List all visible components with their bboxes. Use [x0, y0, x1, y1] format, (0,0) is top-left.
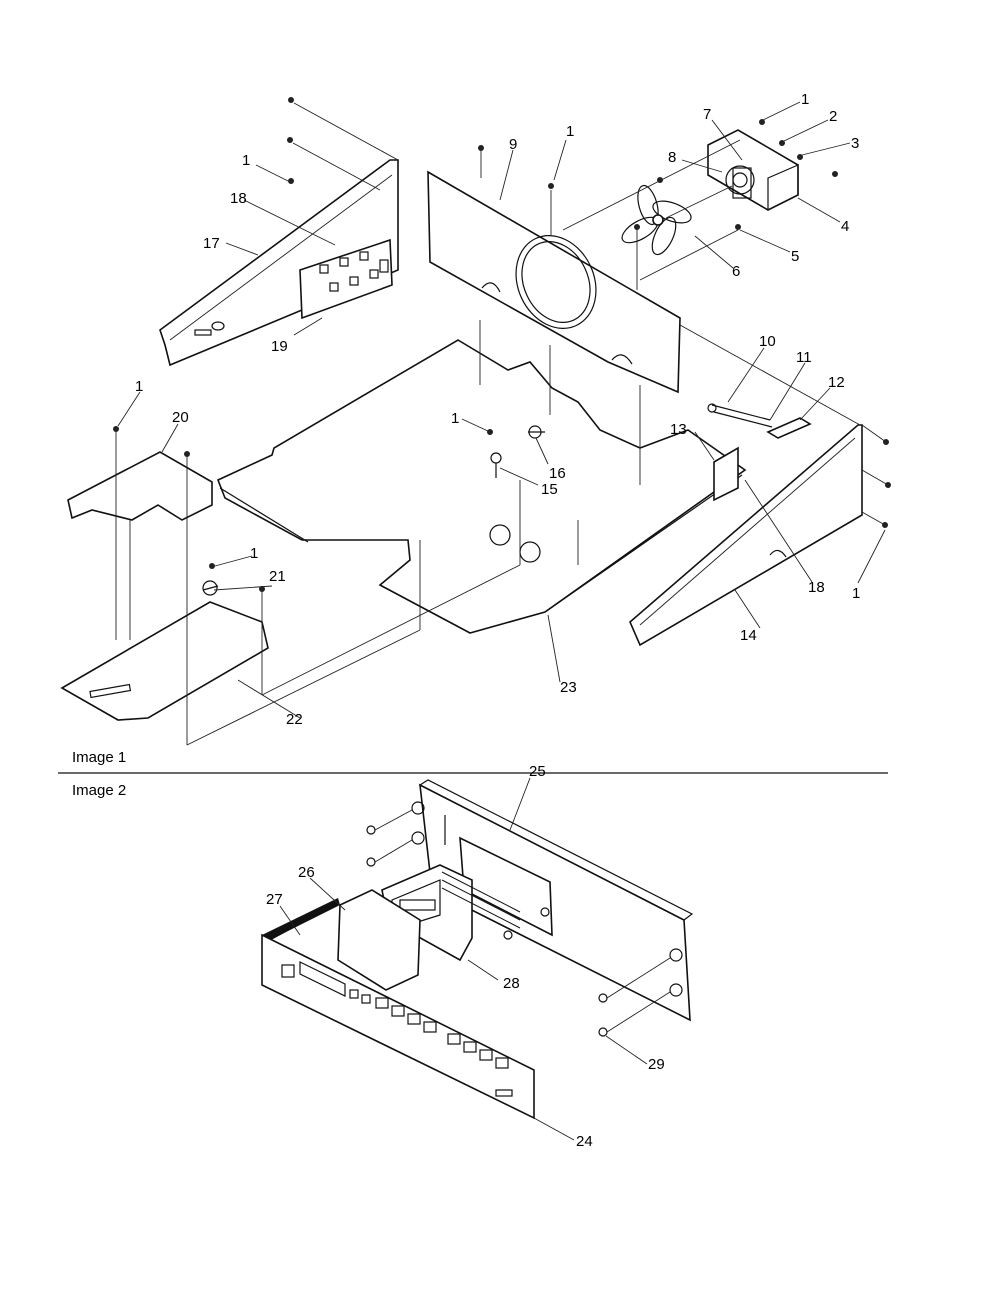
- thermostat-15: [490, 452, 502, 478]
- callout-19: 19: [271, 338, 288, 355]
- image2-callouts: 25 26 27 28 29 24: [266, 763, 665, 1150]
- callout-13: 13: [670, 421, 687, 438]
- top-cover: [67, 451, 213, 521]
- callout-4: 4: [841, 218, 849, 235]
- callout-1-g: 1: [250, 545, 258, 562]
- callout-21: 21: [269, 568, 286, 585]
- callout-22: 22: [286, 711, 303, 728]
- callout-15: 15: [541, 481, 558, 498]
- callout-20: 20: [172, 409, 189, 426]
- image2-exploded-view: Image 2: [72, 763, 694, 1150]
- callout-17: 17: [203, 235, 220, 252]
- left-side-bracket: [159, 159, 399, 367]
- callout-25: 25: [529, 763, 546, 780]
- callout-18-a: 18: [230, 190, 247, 207]
- callout-7: 7: [703, 106, 711, 123]
- callout-28: 28: [503, 975, 520, 992]
- callout-27: 27: [266, 891, 283, 908]
- image2-assembly-lines: [374, 809, 671, 1033]
- callout-1-a: 1: [801, 91, 809, 108]
- callout-6: 6: [732, 263, 740, 280]
- callout-3: 3: [851, 135, 859, 152]
- thermostat-16: [528, 425, 545, 439]
- image1-exploded-view: 1 2 3 4 5 6 7 8 9 1 1 17 18 19 1 20 1 16…: [60, 91, 891, 766]
- image1-callouts: 1 2 3 4 5 6 7 8 9 1 1 17 18 19 1 20 1 16…: [135, 91, 860, 728]
- image2-leader-lines: [279, 777, 648, 1141]
- callout-9: 9: [509, 136, 517, 153]
- callout-16: 16: [549, 465, 566, 482]
- rear-panel: [427, 170, 681, 394]
- callout-2: 2: [829, 108, 837, 125]
- control-rear-panel: [411, 779, 694, 1022]
- bottom-tray: [60, 601, 269, 721]
- leader-lines: [117, 101, 886, 719]
- callout-1-e: 1: [451, 410, 459, 427]
- fan-blade: [621, 184, 692, 256]
- base-plate: [216, 339, 747, 634]
- callout-8: 8: [668, 149, 676, 166]
- callout-5: 5: [791, 248, 799, 265]
- callout-1-d: 1: [135, 378, 143, 395]
- callout-1-c: 1: [242, 152, 250, 169]
- gasket-strip: [262, 898, 340, 942]
- image1-caption: Image 1: [72, 749, 126, 766]
- callout-23: 23: [560, 679, 577, 696]
- callout-11: 11: [796, 349, 812, 366]
- callout-10: 10: [759, 333, 776, 350]
- image2-caption: Image 2: [72, 782, 126, 799]
- callout-24: 24: [576, 1133, 593, 1150]
- callout-12: 12: [828, 374, 845, 391]
- callout-29: 29: [648, 1056, 665, 1073]
- heater-element: [707, 403, 812, 439]
- fan-motor-assembly: [621, 129, 799, 256]
- terminal-block: [299, 238, 393, 320]
- callout-18-b: 18: [808, 579, 825, 596]
- display-window: [337, 889, 421, 991]
- callout-1-b: 1: [566, 123, 574, 140]
- callout-14: 14: [740, 627, 757, 644]
- board-bracket: [459, 836, 553, 937]
- small-bracket: [713, 446, 739, 502]
- assembly-lines: [115, 102, 889, 746]
- callout-1-f: 1: [852, 585, 860, 602]
- callout-26: 26: [298, 864, 315, 881]
- thermostat-21: [202, 580, 219, 596]
